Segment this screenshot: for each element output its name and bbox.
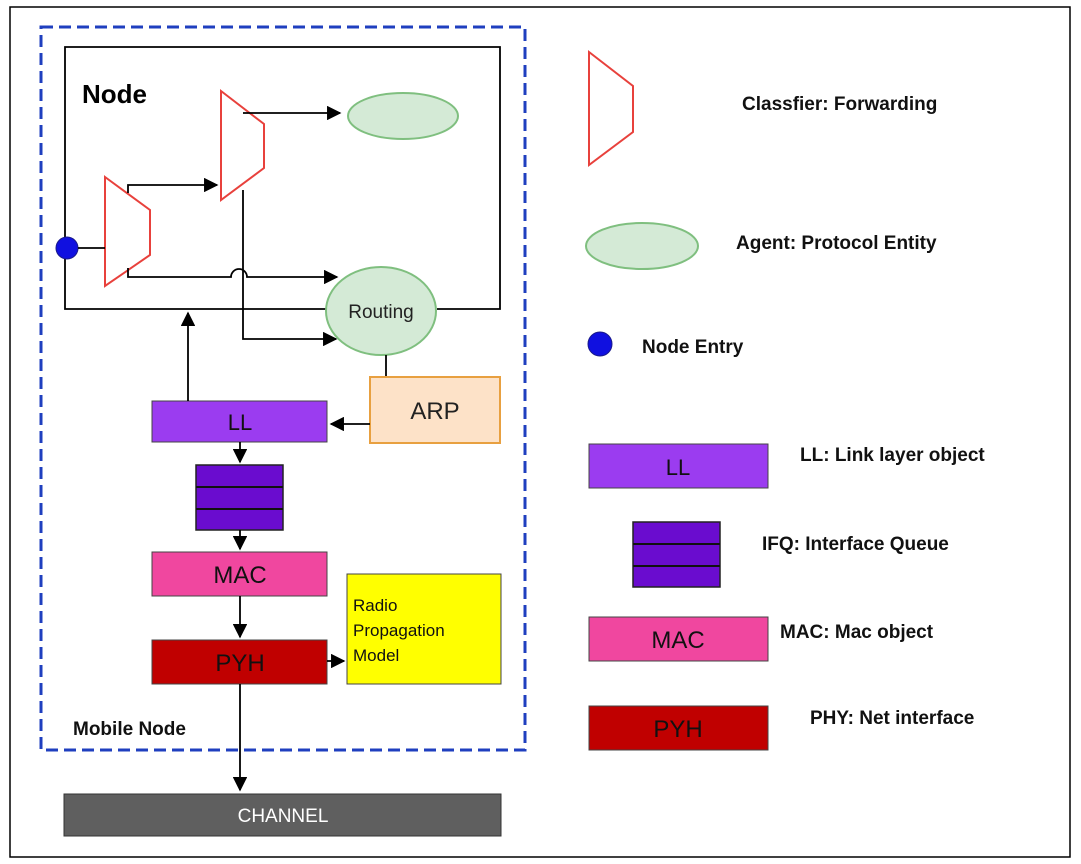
- arp-label: ARP: [410, 398, 459, 425]
- ll-label: LL: [228, 410, 252, 435]
- legend-phy-icon: [588, 705, 769, 751]
- ll-box: [151, 400, 328, 443]
- radio-line3: Model: [353, 646, 399, 665]
- legend-mac-box-label: MAC: [651, 627, 704, 654]
- routing-label: Routing: [348, 302, 414, 323]
- legend-node-entry-icon: [587, 331, 613, 357]
- legend-classifier-text: Classfier: Forwarding: [742, 94, 937, 115]
- legend-node-entry-text: Node Entry: [642, 337, 744, 358]
- radio-line2: Propagation: [353, 621, 445, 640]
- node-title: Node: [82, 79, 147, 109]
- legend-ll-box-label: LL: [666, 455, 690, 480]
- legend-agent-text: Agent: Protocol Entity: [736, 233, 937, 254]
- routing-agent: [325, 266, 437, 356]
- mobile-node-boundary: [39, 25, 527, 752]
- legend-ll-icon: [588, 443, 769, 489]
- legend-agent-icon: [585, 222, 699, 270]
- node-arrows: [127, 105, 342, 347]
- mac-box: [151, 551, 328, 597]
- legend-ll-text: LL: Link layer object: [800, 445, 985, 466]
- legend-phy-box-label: PYH: [653, 716, 702, 743]
- legend-mac-text: MAC: Mac object: [780, 622, 934, 643]
- legend-phy-text: PHY: Net interface: [810, 708, 974, 729]
- radio-line1: Radio: [353, 596, 397, 615]
- arp-box: [369, 376, 501, 444]
- phy-label: PYH: [215, 650, 264, 677]
- legend-ifq-icon: [632, 521, 721, 588]
- mobile-node-label: Mobile Node: [73, 719, 186, 740]
- radio-propagation-box: [346, 573, 502, 685]
- node-entry-dot: [55, 236, 79, 260]
- ifq-queue: [195, 464, 284, 531]
- channel-label: CHANNEL: [238, 806, 329, 827]
- channel-box: [63, 793, 502, 837]
- legend-classifier-icon: [588, 49, 634, 167]
- legend-ifq-text: IFQ: Interface Queue: [762, 534, 949, 555]
- agent-ellipse: [347, 92, 459, 140]
- legend-mac-icon: [588, 616, 769, 662]
- mac-label: MAC: [213, 562, 266, 589]
- node-box: [64, 46, 501, 310]
- classifier-lower: [104, 175, 151, 288]
